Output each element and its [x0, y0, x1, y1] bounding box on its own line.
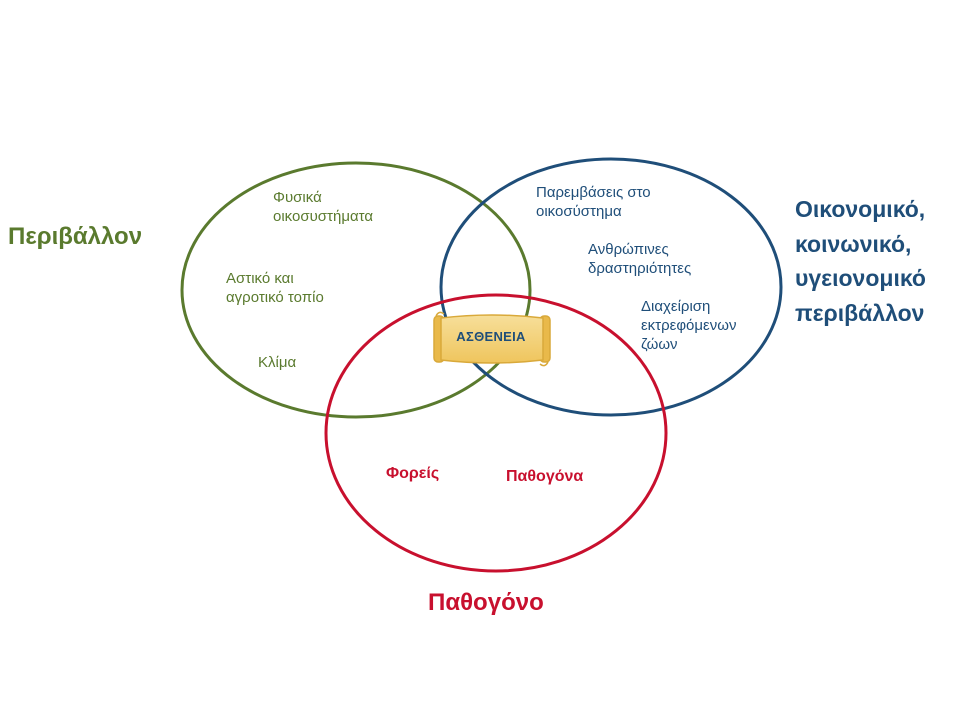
environment-item-natural-ecosystems: Φυσικά οικοσυστήματα [273, 189, 374, 225]
scroll-icon [433, 311, 551, 367]
socioeconomic-item-ecosystem-interventions: Παρεμβάσεις στο οικοσύστημα [536, 184, 651, 220]
environment-circle [180, 161, 532, 419]
environment-item-climate: Κλίμα [258, 354, 297, 371]
environment-title: Περιβάλλον [8, 223, 143, 250]
socioeconomic-item-livestock-management: Διαχείριση εκτρεφόμενων ζώων [641, 298, 737, 353]
pathogen-item-vectors: Φορείς [386, 465, 440, 482]
environment-item-urban-rural: Αστικό και αγροτικό τοπίο [226, 270, 324, 306]
pathogen-title: Παθογόνο [428, 589, 544, 616]
pathogen-circle [324, 293, 668, 573]
socioeconomic-circle [439, 157, 783, 417]
center-label: ΑΣΘΕΝΕΙΑ [456, 329, 526, 344]
socioeconomic-item-human-activities: Ανθρώπινες δραστηριότητες [588, 241, 692, 277]
socioeconomic-title: Οικονομικό, κοινωνικό, υγειονομικό περιβ… [795, 196, 926, 326]
pathogen-item-pathogens: Παθογόνα [506, 468, 584, 485]
